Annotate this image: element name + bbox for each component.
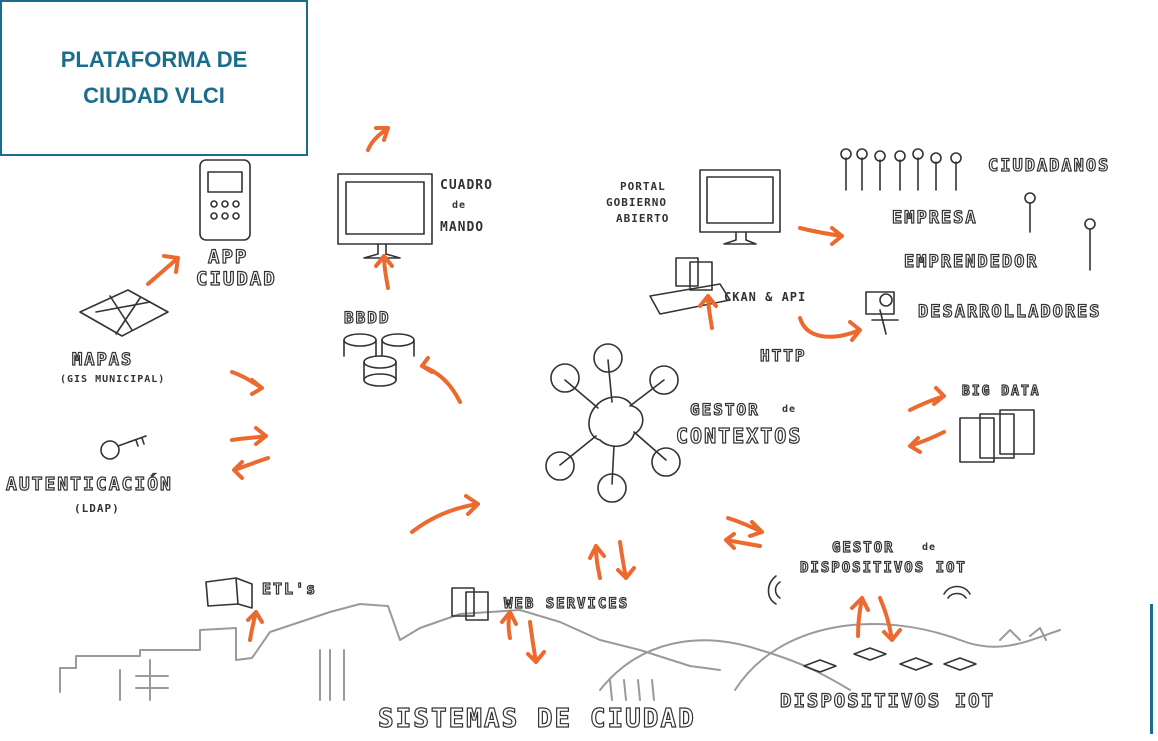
portal-monitor-illustration [699, 169, 781, 245]
key-illustration [100, 435, 147, 460]
dashboard-monitor-illustration [337, 173, 433, 259]
phone-illustration [199, 159, 251, 241]
gestor-iot-label-sub: DISPOSITIVOS IOT [799, 559, 967, 576]
developer-illustration [865, 291, 899, 335]
portal-label-3: ABIERTO [616, 212, 670, 225]
autenticacion-label: AUTENTICACIÓN [5, 473, 173, 495]
context-manager-hub [545, 343, 681, 503]
autenticacion-label-sub: (LDAP) [74, 502, 120, 515]
etl-box-illustration [205, 577, 253, 609]
bigdata-documents-illustration [959, 409, 1035, 463]
gestor-label: GESTOR [689, 399, 760, 419]
bbdd-label: BBDD [343, 307, 391, 327]
desarrolladores-label: DESARROLLADORES [917, 301, 1102, 322]
empresa-label: EMPRESA [891, 207, 978, 228]
http-label: HTTP [759, 345, 807, 365]
contextos-label: CONTEXTOS [675, 423, 803, 448]
webservices-label: WEB SERVICES [503, 595, 630, 612]
mapas-label-sub: (GIS MUNICIPAL) [60, 374, 166, 385]
bigdata-label: BIG DATA [961, 383, 1041, 399]
cuadro-label-sub: MANDO [440, 220, 485, 235]
title-box: PLATAFORMA DE CIUDAD VLCI [0, 0, 308, 156]
city-skyline [59, 603, 1061, 701]
webservices-documents-illustration [451, 587, 489, 621]
edge-accent-bar [1150, 604, 1153, 734]
app-label: APP [207, 245, 249, 268]
cuadro-label: CUADRO [440, 178, 493, 193]
cuadro-connector: de [452, 200, 467, 211]
emprendedor-label: EMPRENDEDOR [903, 251, 1039, 272]
ciudadanos-label: CIUDADANOS [987, 155, 1111, 176]
sistemas-label: SISTEMAS DE CIUDAD [377, 703, 696, 734]
ckan-label: CKAN & API [724, 290, 807, 304]
ckan-tray-illustration [649, 257, 731, 315]
iot-devices-illustration [767, 575, 977, 673]
gestor-connector: de [782, 404, 797, 415]
citizens-illustration [840, 148, 1096, 271]
map-illustration [79, 289, 169, 337]
mapas-label: MAPAS [71, 349, 134, 370]
portal-label-1: PORTAL [620, 180, 666, 193]
diagram-title: PLATAFORMA DE CIUDAD VLCI [60, 47, 248, 108]
database-illustration [343, 333, 415, 387]
gestor-iot-label: GESTOR [831, 539, 895, 556]
portal-label-2: GOBIERNO [606, 196, 667, 209]
app-label-sub: CIUDAD [195, 267, 277, 290]
gestor-iot-connector: de [922, 542, 937, 553]
etl-label: ETL's [261, 579, 318, 598]
dispositivos-label: DISPOSITIVOS IOT [779, 689, 996, 712]
flow-arrows [146, 126, 946, 664]
